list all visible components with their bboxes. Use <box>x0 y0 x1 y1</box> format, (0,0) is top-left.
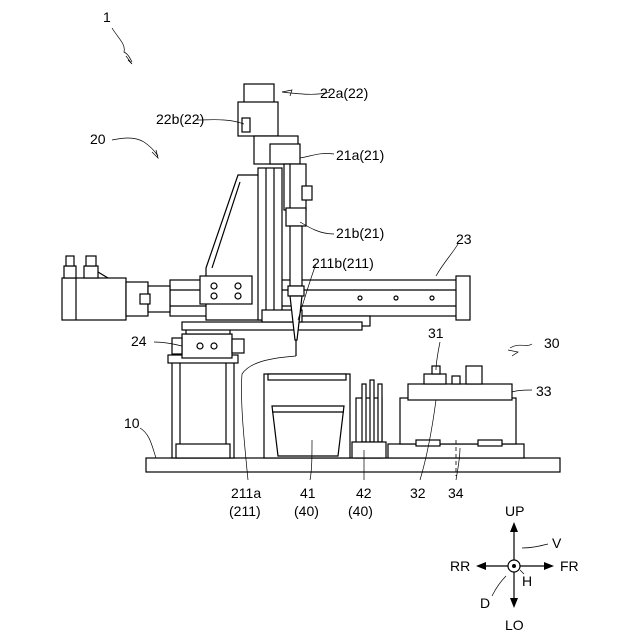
label-rail: 23 <box>456 231 472 247</box>
label-actuator-21a: 21a(21) <box>336 147 384 163</box>
arrow-down-icon <box>510 598 518 608</box>
direction-vertical: V <box>552 535 562 551</box>
direction-front: FR <box>560 558 579 574</box>
label-vessel-41: 41 <box>300 485 316 501</box>
label-unit-30: 30 <box>544 335 560 351</box>
label-motor-22b: 22b(22) <box>156 111 204 127</box>
base-plate <box>146 458 560 472</box>
label-part-32: 32 <box>410 485 426 501</box>
label-apparatus: 1 <box>103 9 111 25</box>
direction-horizontal: H <box>522 573 532 589</box>
label-base: 10 <box>124 415 140 431</box>
direction-up: UP <box>505 503 524 519</box>
label-part-33: 33 <box>536 383 552 399</box>
direction-rear: RR <box>450 558 470 574</box>
label-vessel-42-group: (40) <box>348 503 373 519</box>
vessel-42 <box>352 380 386 458</box>
direction-depth: D <box>480 595 490 611</box>
label-vessel-41-group: (40) <box>294 503 319 519</box>
label-tip-211a-group: (211) <box>229 503 261 519</box>
label-head-unit: 20 <box>90 131 106 147</box>
direction-lower: LO <box>505 617 524 633</box>
arrow-up-icon <box>510 522 518 532</box>
label-part-31: 31 <box>428 325 444 341</box>
direction-rosette: UP LO RR FR V D H <box>450 503 579 633</box>
label-tip-211a: 211a <box>231 485 261 501</box>
left-motor <box>62 256 170 320</box>
label-tool-211b: 211b(211) <box>312 255 374 271</box>
support-column <box>168 355 238 458</box>
label-motor-22a: 22a(22) <box>320 85 368 101</box>
arrow-left-icon <box>476 562 486 570</box>
arrow-right-icon <box>544 562 554 570</box>
label-vessel-42: 42 <box>356 485 372 501</box>
label-column: 24 <box>131 333 147 349</box>
label-actuator-21b: 21b(21) <box>336 225 384 241</box>
carriage-plate <box>200 175 262 320</box>
vessel-41 <box>264 374 350 458</box>
label-part-34: 34 <box>448 485 464 501</box>
guide-block-24 <box>172 326 244 358</box>
